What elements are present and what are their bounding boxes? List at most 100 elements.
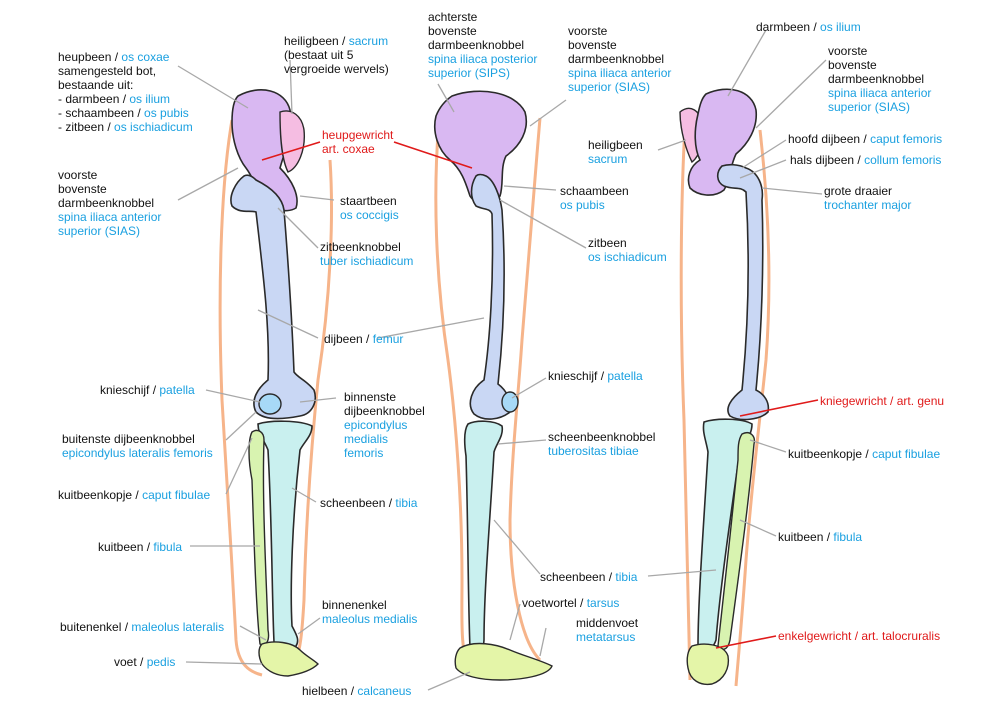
label-line: spina iliaca anterior [58,210,161,224]
label-text-latin: spina iliaca posterior [428,52,538,66]
leader-os-coxae [177,65,249,109]
label-knee-joint: kniegewricht / art. genu [820,394,944,408]
label-line: kuitbeenkopje / caput fibulae [58,488,210,502]
leader-sacrum-mid [657,139,687,151]
label-text-latin: tuberositas tibiae [548,444,639,458]
leader-caput-left [225,437,253,495]
label-line: darmbeenknobbel [568,52,671,66]
label-text-dutch: scheenbeenknobbel [548,430,656,444]
label-text-latin: tibia [615,570,638,584]
leader-mal-medialis [297,617,321,635]
label-text-dutch: kuitbeenkopje / [788,447,873,461]
label-text-dutch: kuitbeenkopje / [58,488,143,502]
label-text-latin: maleolus medialis [322,612,418,626]
label-line: darmbeenknobbel [828,72,931,86]
label-text-dutch: kniegewricht / art. genu [820,394,945,408]
label-text-latin: caput fibulae [872,447,941,461]
label-text-latin: os ischiadicum [114,120,193,134]
leader-sacrum [289,59,293,115]
label-line: bestaande uit: [58,78,193,92]
label-text-latin: superior (SIAS) [568,80,651,94]
label-line: scheenbeen / tibia [320,496,417,510]
label-text-dutch: dijbeenknobbel [344,404,425,418]
label-line: epicondylus [344,418,425,432]
label-caput-left: kuitbeenkopje / caput fibulae [58,488,210,502]
fibula-back [717,432,756,651]
label-text-dutch: heupbeen / [58,50,122,64]
label-text-latin: femoris [344,446,384,460]
label-line: hals dijbeen / collum femoris [790,153,941,167]
leader-tibia-right [647,569,717,577]
label-text-latin: collum femoris [864,153,942,167]
label-line: binnenenkel [322,598,417,612]
leader-tuberositas [497,439,547,445]
label-text-dutch: knieschijf / [548,369,608,383]
label-ankle-joint: enkelgewricht / art. talocruralis [778,629,940,643]
label-text-dutch: scheenbeen / [320,496,396,510]
leader-epi-lateralis [225,411,257,441]
label-line: grote draaier [824,184,911,198]
label-text-latin: os ischiadicum [588,250,667,264]
label-line: scheenbeenknobbel [548,430,655,444]
label-line: buitenste dijbeenknobbel [62,432,213,446]
label-line: medialis [344,432,425,446]
label-line: tuberositas tibiae [548,444,655,458]
leader-trochanter [761,187,823,195]
label-line: - darmbeen / os ilium [58,92,193,106]
label-text-dutch: darmbeenknobbel [58,196,155,210]
leader-ankle-joint [715,635,777,649]
label-line: staartbeen [340,194,399,208]
label-text-dutch: heiligbeen [588,138,643,152]
leader-femur-mid [377,317,485,339]
label-line: vergroeide wervels) [284,62,389,76]
leader-sias-right [755,59,827,129]
label-text-dutch: kuitbeen / [98,540,154,554]
label-text-dutch: buitenenkel / [60,620,132,634]
label-text-latin: sacrum [588,152,628,166]
label-text-dutch: bovenste [568,38,617,52]
label-text-dutch: zitbeen [588,236,627,250]
label-text-dutch: voorste [58,168,98,182]
label-line: kuitbeenkopje / caput fibulae [788,447,940,461]
label-text-latin: caput fibulae [142,488,211,502]
leader-ilium-right [727,29,767,97]
leader-mal-lateralis [239,625,267,641]
label-text-latin: superior (SIAS) [828,100,911,114]
label-text-latin: pedis [146,655,176,669]
label-line: dijbeen / femur [324,332,403,346]
leader-pubis [503,185,557,191]
leader-epi-medialis [299,397,337,403]
label-line: metatarsus [576,630,638,644]
label-text-dutch: vergroeide wervels) [284,62,389,76]
patella-side [501,391,519,413]
label-patella-left: knieschijf / patella [100,383,195,397]
label-text-latin: patella [607,369,643,383]
label-line: hoofd dijbeen / caput femoris [788,132,942,146]
label-text-dutch: zitbeenknobbel [320,240,401,254]
label-text-dutch: hoofd dijbeen / [788,132,871,146]
label-text-dutch: voorste [568,24,608,38]
label-text-dutch: - zitbeen / [58,120,115,134]
label-text-latin: os coxae [121,50,170,64]
label-line: voorste [568,24,671,38]
label-text-dutch: samengesteld bot, [58,64,157,78]
label-text-latin: spina iliaca anterior [568,66,672,80]
label-text-dutch: staartbeen [340,194,397,208]
label-line: middenvoet [576,616,638,630]
leader-tuber [277,207,319,249]
label-text-dutch: voorste [828,44,868,58]
label-line: hielbeen / calcaneus [302,684,411,698]
leader-pedis [185,661,263,665]
label-text-dutch: binnenste [344,390,397,404]
label-text-dutch: hals dijbeen / [790,153,865,167]
label-line: superior (SIAS) [58,224,161,238]
leader-femur-left [257,309,319,339]
label-line: voetwortel / tarsus [522,596,619,610]
